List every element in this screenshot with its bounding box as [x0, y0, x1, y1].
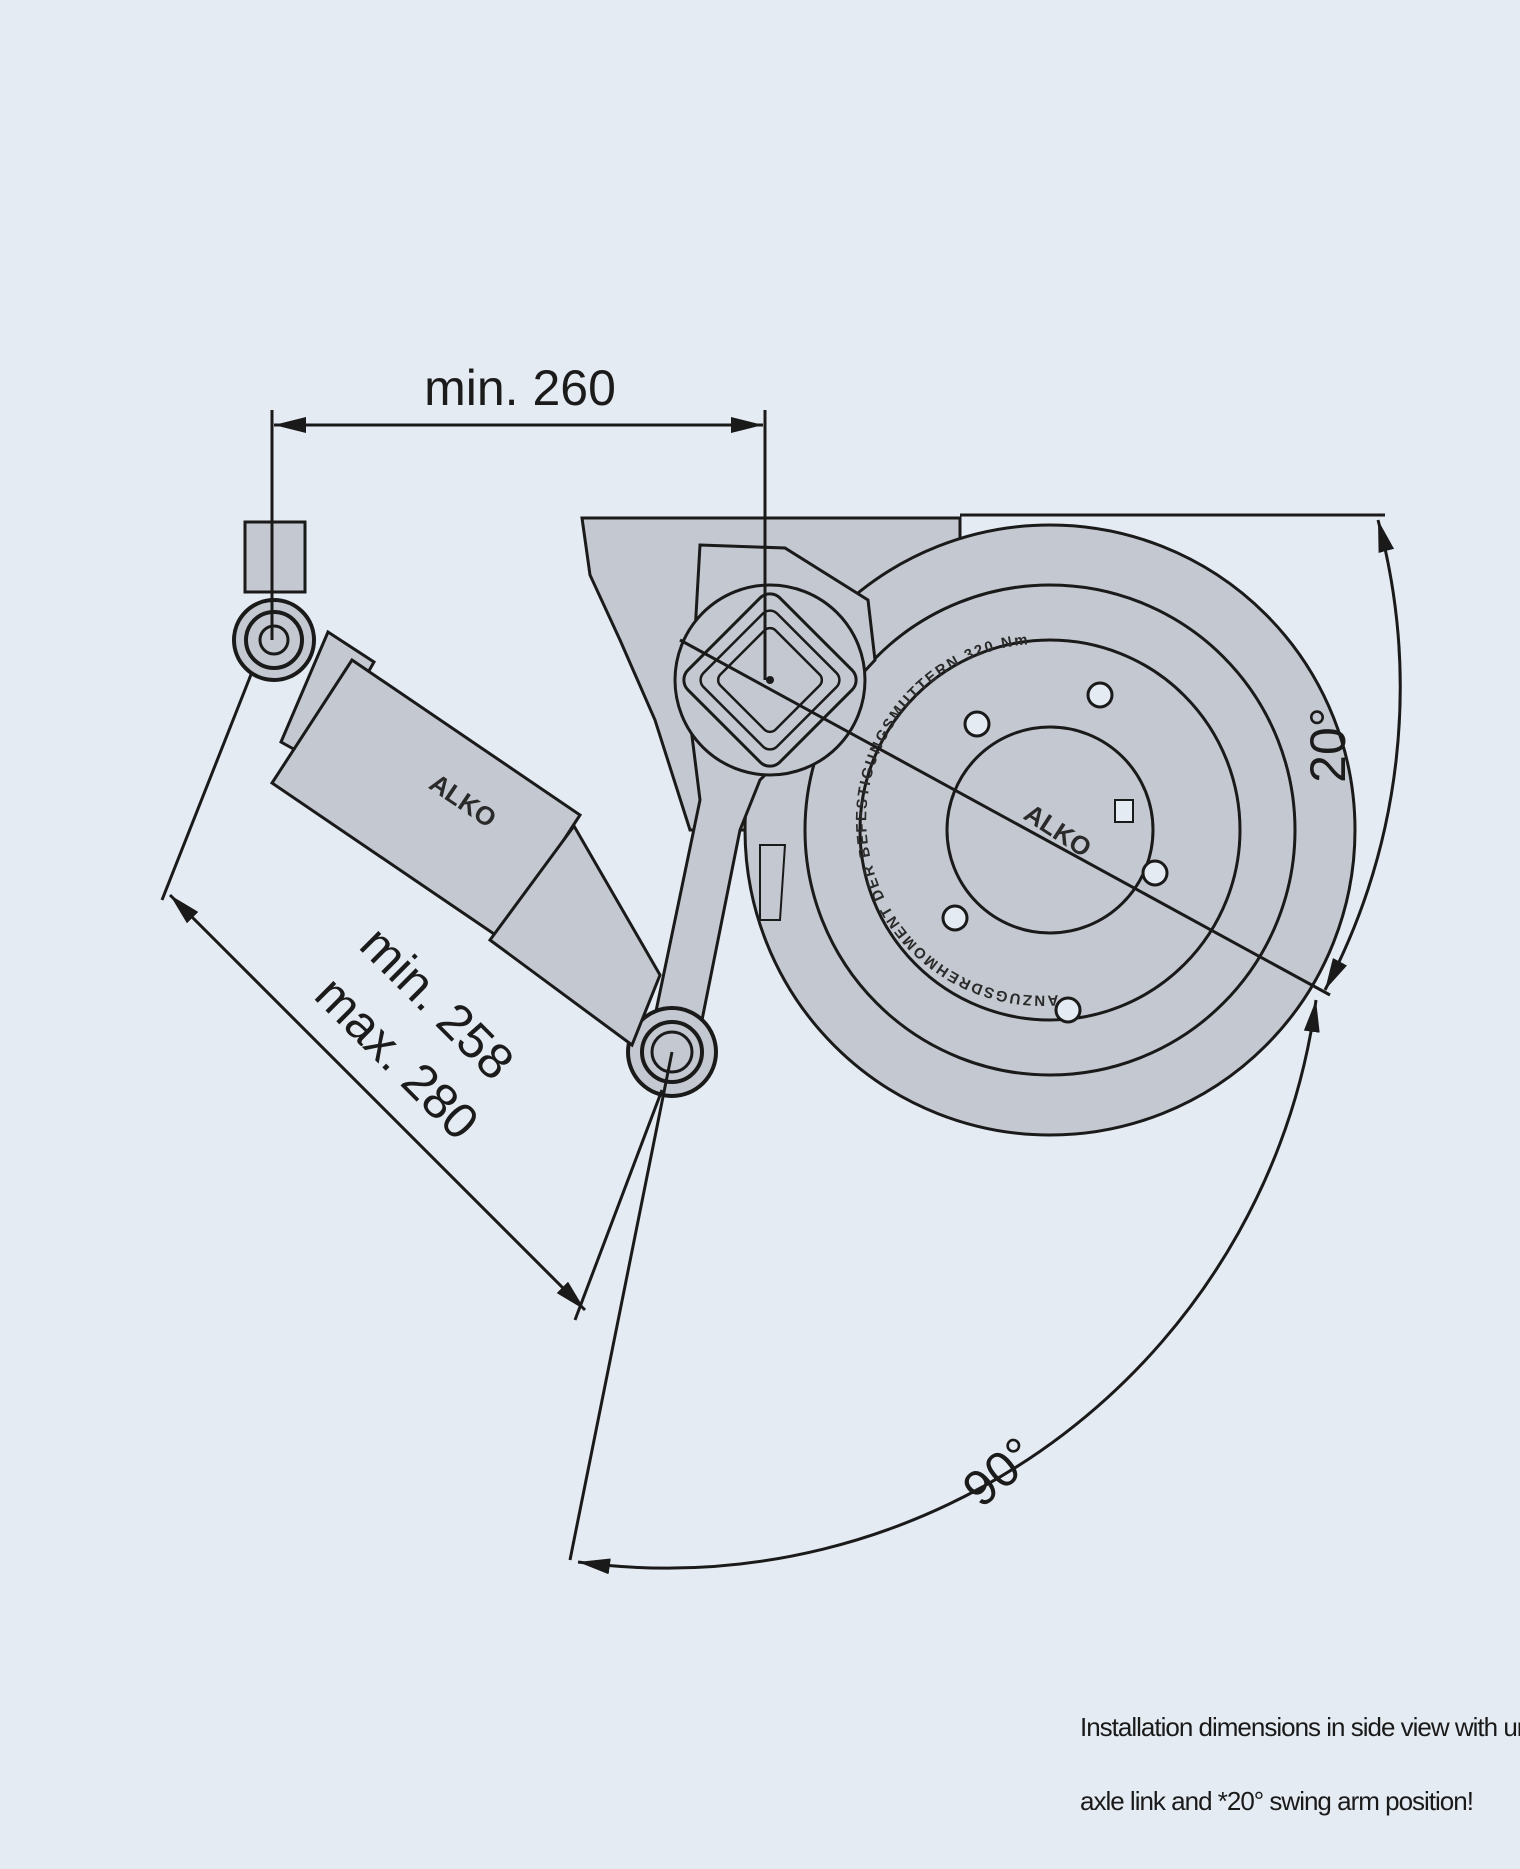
stud-hole [1086, 681, 1114, 709]
shock-absorber: ALKO [232, 520, 662, 1048]
stud-hole [963, 710, 991, 738]
dim-min-260: min. 260 [424, 360, 616, 416]
stud-hole [941, 904, 969, 932]
stud-hole [1054, 996, 1082, 1024]
upper-eye-bushing [232, 598, 316, 682]
dim-top: min. 260 [270, 360, 767, 680]
caption-line-2: axle link and *20° swing arm position! [1080, 1786, 1474, 1816]
swing-arm [626, 543, 877, 1098]
installation-caption: Installation dimensions in side view wit… [1080, 1690, 1520, 1838]
dim-angle-20: 20° [679, 513, 1402, 997]
stud-hole [1141, 859, 1169, 887]
angle-20-label: 20° [1300, 707, 1356, 783]
angle-90-label: 90° [952, 1426, 1046, 1518]
caption-line-1: Installation dimensions in side view wit… [1080, 1712, 1520, 1742]
